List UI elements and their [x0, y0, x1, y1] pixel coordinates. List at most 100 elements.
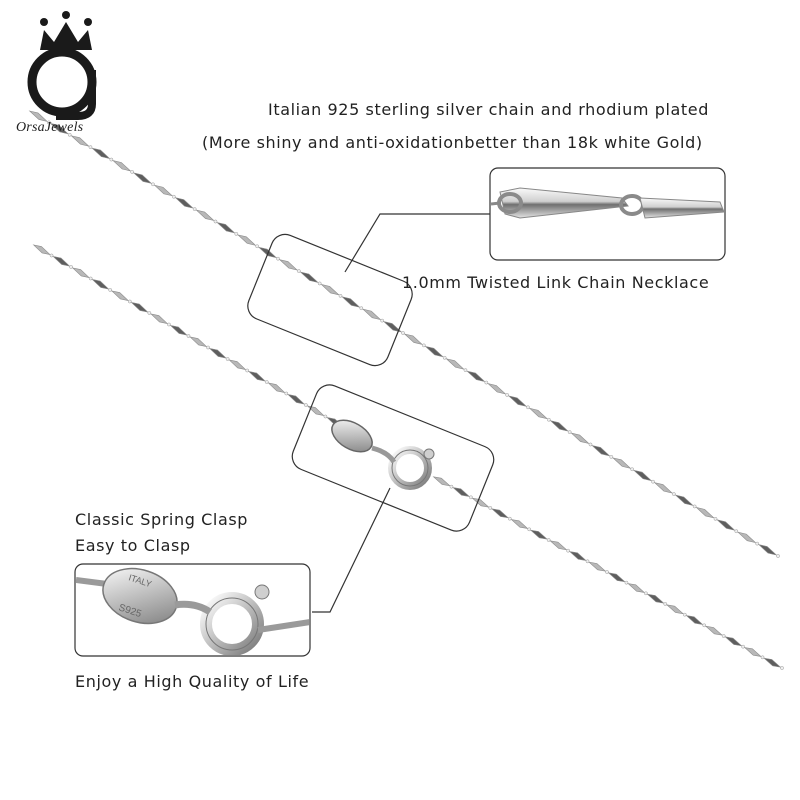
chain-link [736, 531, 757, 544]
chain-link [432, 476, 451, 487]
chain-link [111, 159, 132, 172]
chain-link [195, 209, 215, 222]
clasp-callout-line-1: Classic Spring Clasp [75, 510, 249, 529]
chain-joint [213, 219, 218, 224]
chain-link [757, 544, 778, 556]
chain-link [149, 313, 169, 325]
chain-link [257, 246, 278, 259]
chain-joint [469, 495, 473, 500]
chain-joint [296, 269, 301, 273]
chain-link [646, 593, 665, 604]
chain-joint [206, 345, 210, 350]
chain-link [452, 487, 471, 497]
chain-link [320, 283, 340, 296]
chain-link [528, 407, 549, 420]
chain-link [549, 540, 568, 551]
chain-joint [284, 391, 289, 396]
chain-link [341, 296, 361, 308]
chain-joint [721, 634, 726, 638]
chain-link [247, 370, 267, 382]
chain-joint [692, 504, 697, 509]
chain-joint [421, 343, 426, 348]
chain-link [278, 259, 299, 271]
chain-connector-line [344, 213, 490, 273]
chain-link [32, 244, 51, 256]
chain-joint [484, 380, 489, 385]
chain-link [361, 308, 382, 321]
chain-joint [108, 288, 113, 292]
chain-link [228, 359, 247, 371]
chain-joint [276, 256, 280, 261]
chain-link [490, 508, 510, 519]
chain-link [216, 221, 236, 234]
brand-logo-icon [27, 11, 97, 120]
chain-link [169, 324, 188, 336]
chain-joint [734, 529, 739, 534]
chain-link [486, 382, 507, 395]
chain-link [591, 444, 611, 457]
headline-line-1: Italian 925 sterling silver chain and rh… [268, 100, 709, 119]
upper-chain [28, 110, 780, 558]
chain-joint [463, 368, 468, 373]
chain-joint [167, 322, 171, 327]
chain-link [743, 647, 762, 657]
chain-joint [442, 355, 447, 360]
chain-link [674, 494, 695, 507]
chain-link [132, 172, 153, 184]
chain-joint [488, 506, 493, 510]
chain-link [236, 234, 257, 246]
chain-link [716, 519, 736, 531]
tagline: Enjoy a High Quality of Life [75, 672, 310, 691]
chain-link [529, 529, 549, 540]
chain-joint [264, 380, 269, 384]
chain-link [466, 370, 486, 383]
chain-joint [88, 145, 93, 150]
chain-highlight-frame [247, 233, 413, 367]
chain-joint [682, 612, 687, 617]
brand-name: OrsaJewels [16, 120, 84, 135]
chain-link [424, 345, 445, 358]
chain-joint [505, 393, 510, 397]
chain-link [286, 393, 306, 405]
chain-joint [624, 580, 629, 585]
chain-link [189, 336, 208, 348]
chain-link [403, 333, 424, 345]
chain-joint [566, 548, 570, 553]
chain-link [568, 551, 587, 561]
chain-link [507, 395, 528, 407]
chain-joint [67, 132, 72, 137]
chain-link [607, 572, 626, 583]
chain-link [588, 561, 607, 572]
chain-link [665, 604, 685, 615]
chain-joint [401, 331, 405, 335]
chain-joint [338, 293, 343, 298]
chain-joint [546, 538, 551, 542]
chain-link [724, 636, 743, 647]
chain-link [267, 382, 286, 394]
chain-joint [171, 194, 176, 199]
headline-line-2: (More shiny and anti-oxidationbetter tha… [202, 133, 703, 152]
chain-joint [192, 207, 197, 211]
chain-link [763, 657, 782, 668]
chain-joint [147, 311, 152, 315]
spring-clasp [331, 419, 435, 490]
chain-link [653, 482, 674, 494]
chain-link [71, 267, 91, 279]
chain-joint [663, 602, 668, 606]
chain-link [91, 147, 111, 160]
chain-joint [780, 666, 784, 670]
clasp-detail-box: ITALY S925 [74, 563, 311, 657]
lower-chain [32, 244, 784, 670]
chain-joint [323, 414, 328, 419]
chain-joint [225, 357, 230, 361]
chain-joint [713, 516, 718, 521]
chain-joint [588, 442, 593, 447]
chain-joint [609, 455, 614, 459]
chain-link [510, 519, 529, 529]
chain-link [130, 301, 149, 313]
chain-link [627, 583, 646, 593]
chain-link [445, 358, 465, 370]
chain-link [208, 347, 228, 359]
chain-joint [527, 527, 532, 532]
chain-joint [585, 559, 590, 564]
